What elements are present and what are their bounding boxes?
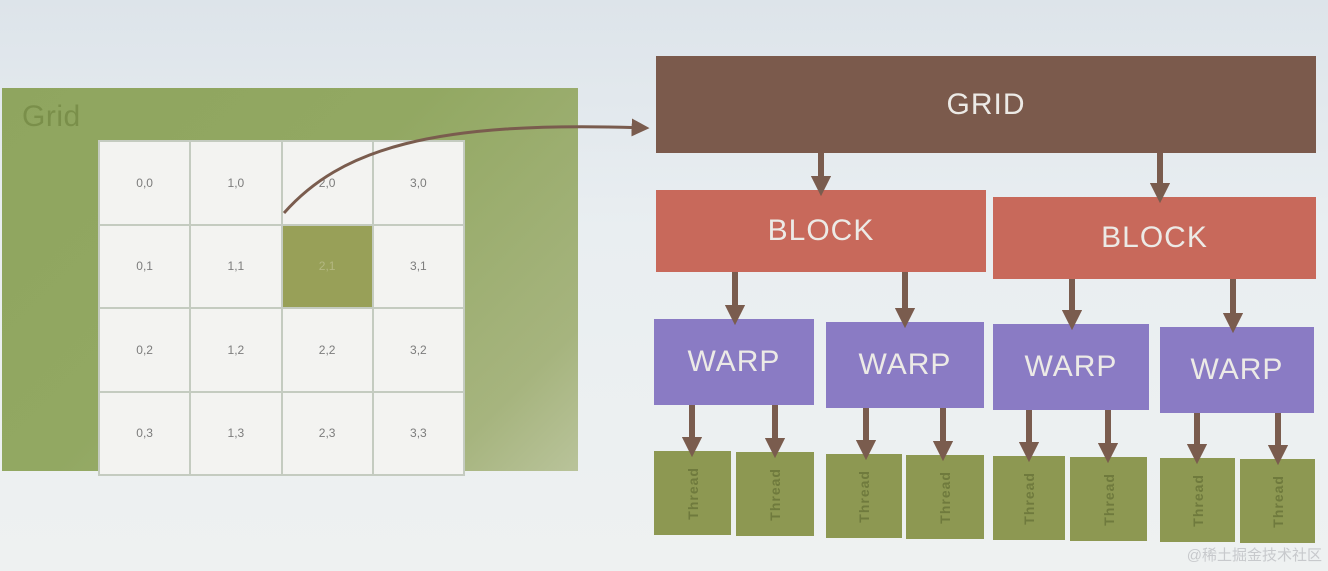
thread-box: Thread	[826, 454, 902, 538]
grid-cell: 3,1	[373, 225, 463, 307]
grid-panel-title: Grid	[22, 100, 81, 133]
warp-box: WARP	[654, 319, 814, 405]
block-box: BLOCK	[993, 197, 1316, 279]
grid-cell: 1,2	[191, 309, 281, 391]
watermark: @稀土掘金技术社区	[1186, 547, 1322, 564]
grid-box: GRID	[656, 56, 1316, 153]
thread-box: Thread	[993, 456, 1065, 540]
thread-box: Thread	[654, 451, 731, 535]
warp-box: WARP	[826, 322, 984, 408]
grid-cell: 0,0	[100, 142, 190, 224]
thread-box: Thread	[906, 455, 984, 539]
thread-box: Thread	[1240, 459, 1315, 543]
warp-box: WARP	[1160, 327, 1314, 413]
block-box: BLOCK	[656, 190, 986, 272]
grid-panel: Grid 0,0 1,0 2,0 3,0 0,1 1,1 2,1 3,1 0,2…	[2, 88, 578, 476]
grid-cell: 3,3	[373, 392, 463, 474]
warp-box: WARP	[993, 324, 1149, 410]
grid-cell: 0,1	[100, 225, 190, 307]
grid-cell: 0,2	[100, 309, 190, 391]
grid-cell: 3,0	[373, 142, 463, 224]
grid-cell: 1,3	[191, 392, 281, 474]
thread-box: Thread	[1160, 458, 1235, 542]
grid-cell: 2,3	[282, 392, 372, 474]
thread-box: Thread	[736, 452, 814, 536]
grid-cell: 2,2	[282, 309, 372, 391]
grid-cell: 0,3	[100, 392, 190, 474]
grid-cell-highlighted: 2,1	[282, 225, 372, 307]
grid-cell: 1,1	[191, 225, 281, 307]
thread-box: Thread	[1070, 457, 1147, 541]
grid-table: 0,0 1,0 2,0 3,0 0,1 1,1 2,1 3,1 0,2 1,2 …	[98, 140, 465, 476]
grid-cell: 1,0	[191, 142, 281, 224]
grid-cell: 2,0	[282, 142, 372, 224]
zoom-connector-arrow	[282, 118, 650, 214]
grid-cell: 3,2	[373, 309, 463, 391]
